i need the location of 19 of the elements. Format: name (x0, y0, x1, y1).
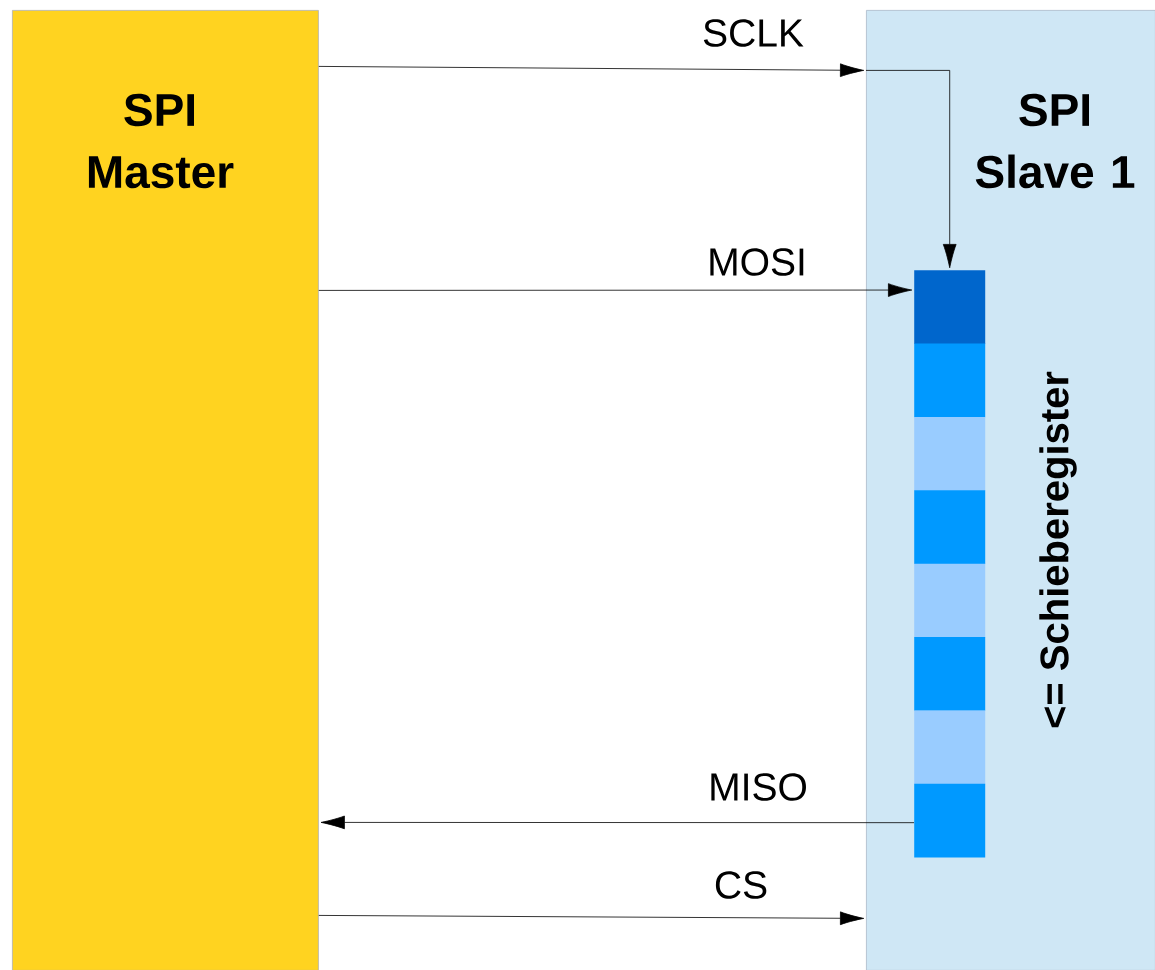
arrow (865, 70, 957, 269)
arrow (318, 63, 865, 77)
arrow (320, 815, 915, 830)
master-block: SPI Master (12, 10, 319, 970)
register-label: <= Schieberegister (1039, 371, 1077, 728)
signal-label: SCLK (700, 17, 806, 49)
register-cell (914, 343, 986, 418)
register-cell (914, 783, 986, 858)
arrow (318, 283, 913, 297)
register-cell (914, 416, 986, 491)
register-cell (914, 637, 986, 711)
signal-label: CS (711, 869, 771, 901)
arrow (318, 911, 865, 926)
signal-label: MISO (706, 771, 810, 803)
register-cell (914, 270, 986, 344)
register-cell (914, 710, 986, 785)
signal-label: MOSI (705, 246, 809, 278)
register-cell (914, 563, 986, 638)
register-cell (914, 490, 986, 564)
